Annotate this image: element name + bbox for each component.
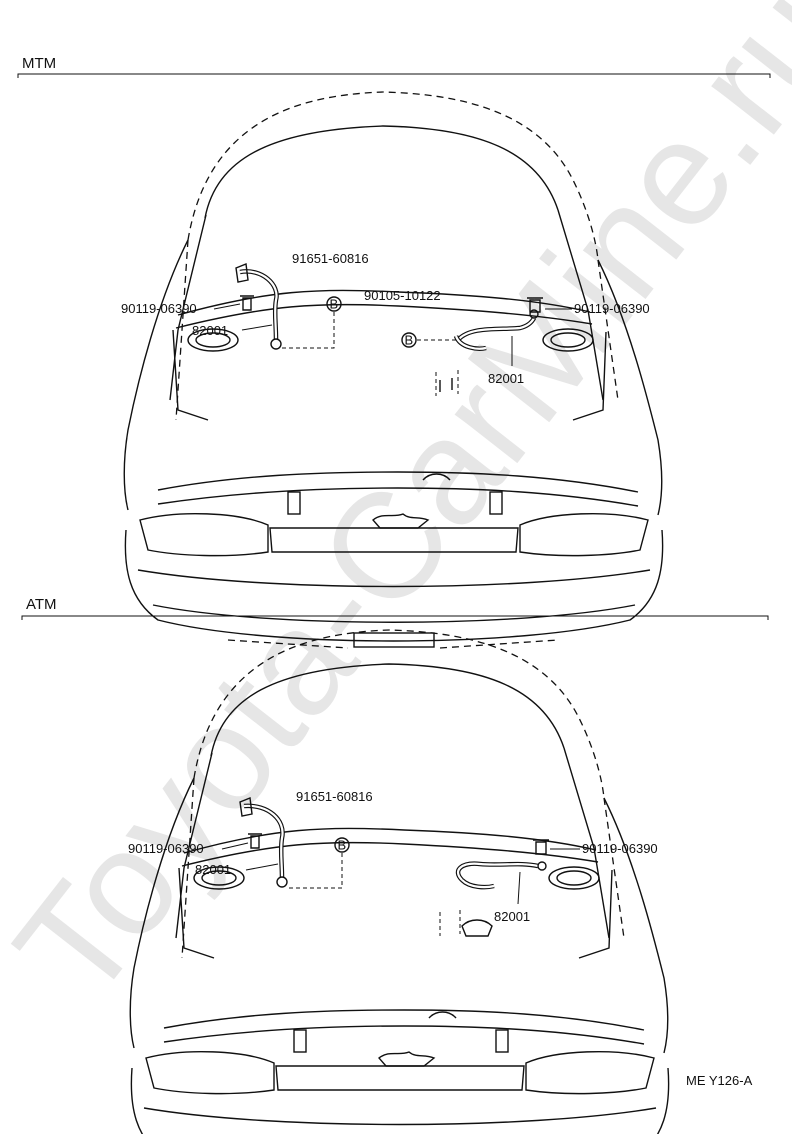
clamp-icon xyxy=(239,797,253,817)
terminal-icon xyxy=(537,861,547,871)
part-number-label: 90119-06390 xyxy=(128,841,204,856)
part-number-label: 91651-60816 xyxy=(296,789,373,804)
section-title-mtm: MTM xyxy=(22,55,56,72)
marker-letter: B xyxy=(405,333,414,348)
section-atm: ATM 91651-60816 B 90119-06390 82001 xyxy=(21,596,769,1134)
bolt-icon xyxy=(533,839,549,855)
terminal-icon xyxy=(276,876,288,888)
left-cable-assembly xyxy=(235,263,282,350)
terminal-icon xyxy=(529,309,539,319)
bolt-icon xyxy=(527,297,543,313)
part-number-label: 90119-06390 xyxy=(582,841,658,856)
part-number-label: 90105-10122 xyxy=(364,288,441,303)
section-mtm: MTM 91651-60816 B 90119-06390 xyxy=(17,55,771,649)
part-number-label: 90119-06390 xyxy=(574,301,650,316)
bolt-icon xyxy=(248,833,262,849)
marker-letter: B xyxy=(330,297,339,312)
marker-letter: B xyxy=(338,838,347,853)
bolt-icon xyxy=(240,295,254,311)
circled-b-marker xyxy=(401,332,417,348)
part-number-label: 82001 xyxy=(195,862,231,877)
left-cable-assembly xyxy=(239,797,288,888)
right-cable-assembly xyxy=(435,297,543,396)
part-number-label: 90119-06390 xyxy=(121,301,197,316)
section-title-atm: ATM xyxy=(26,596,57,613)
part-number-label: 82001 xyxy=(488,371,524,386)
part-number-label: 82001 xyxy=(494,909,530,924)
terminal-icon xyxy=(270,338,282,350)
section-bracket xyxy=(17,73,771,78)
clamp-icon xyxy=(235,263,249,283)
part-number-label: 82001 xyxy=(192,323,228,338)
part-number-label: 91651-60816 xyxy=(292,251,369,266)
diagram-code: ME Y126-A xyxy=(686,1073,753,1088)
section-bracket xyxy=(21,615,769,620)
circled-b-marker xyxy=(326,296,342,312)
right-cable-assembly xyxy=(439,839,549,937)
circled-b-marker xyxy=(334,837,350,853)
